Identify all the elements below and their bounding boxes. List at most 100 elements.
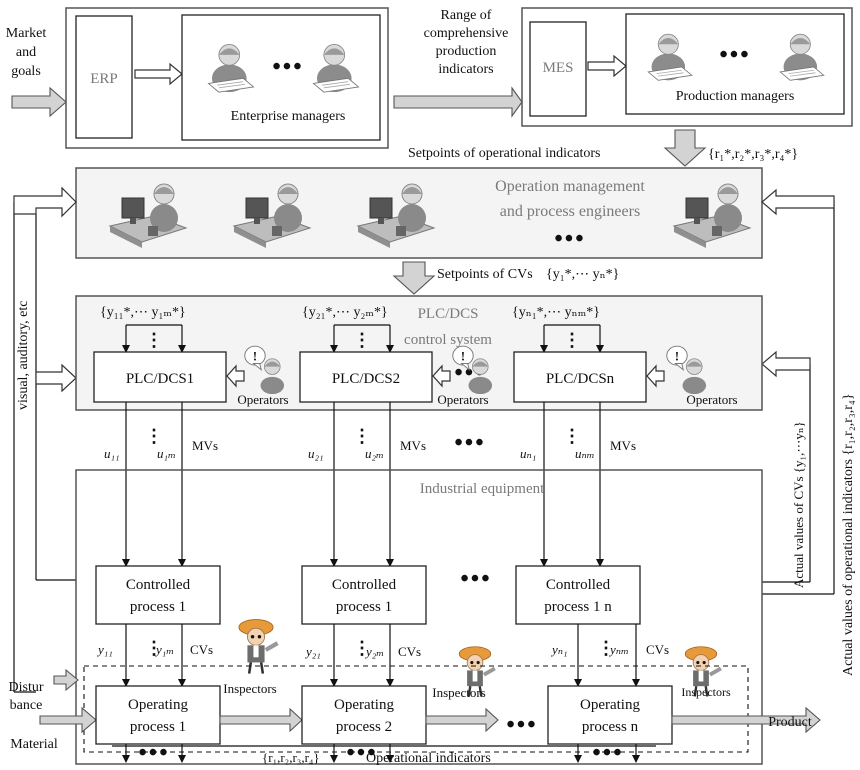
operating-n-line1: Operating: [580, 697, 640, 713]
r-star-set: {r₁*,r₂*,r₃*,r₄*}: [708, 147, 798, 162]
op1-to-op2-arrow: [220, 709, 302, 731]
y2-star-set: {y₂₁*,⋯ y₂ₘ*}: [302, 305, 388, 320]
svg-text:⋮: ⋮: [145, 330, 163, 350]
plc-dcs-n-label: PLC/DCSn: [546, 371, 615, 387]
cvs-1-label: CVs: [190, 642, 213, 657]
ynm-label: yₙₘ: [608, 642, 629, 657]
inspectors-1-label: Inspectors: [223, 681, 276, 696]
erp-to-mes-arrow: [394, 88, 522, 116]
svg-text:production: production: [436, 44, 497, 59]
y2m-label: y₂ₘ: [364, 644, 384, 659]
feedback-to-operation-arrow: [762, 190, 834, 214]
mv-lines-n: ⋮: [544, 402, 600, 566]
indicator-ellipsis-n: •••: [592, 740, 623, 766]
mv-ellipsis: •••: [454, 430, 485, 456]
svg-text:⋮: ⋮: [353, 330, 371, 350]
operators-2-label: Operators: [437, 392, 488, 407]
disturbance-line2: bance: [10, 698, 43, 713]
svg-text:⋮: ⋮: [563, 330, 581, 350]
indicator-ellipsis-1: •••: [138, 740, 169, 766]
un1-label: uₙ₁: [520, 446, 536, 461]
cvs-n-label: CVs: [646, 642, 669, 657]
operation-down-arrow: [394, 262, 434, 294]
range-indicators-label: Range of comprehensive production indica…: [424, 8, 509, 77]
svg-text:indicators: indicators: [438, 62, 493, 77]
u1m-label: u₁ₘ: [157, 446, 176, 461]
controlled-process-1-box: [96, 566, 220, 624]
mvs-1-label: MVs: [192, 438, 218, 453]
controlled-2-line2: process 1: [336, 599, 392, 615]
production-ellipsis: •••: [719, 42, 750, 68]
operators-1-label: Operators: [237, 392, 288, 407]
u21-label: u₂₁: [308, 446, 324, 461]
controlled-process-n-box: [516, 566, 640, 624]
y21-label: y₂₁: [304, 644, 321, 659]
operating-n-line2: process n: [582, 719, 639, 735]
setpoints-operational-label: Setpoints of operational indicators: [408, 146, 600, 161]
operating-1-line1: Operating: [128, 697, 188, 713]
y1-star-set: {y₁₁*,⋯ y₁ₘ*}: [100, 305, 186, 320]
svg-text:⋮: ⋮: [353, 426, 371, 446]
svg-text:Range of: Range of: [441, 8, 492, 23]
operating-ellipsis: •••: [506, 712, 537, 738]
control-system-label: control system: [404, 332, 492, 348]
operation-mgmt-subtitle: and process engineers: [500, 203, 640, 220]
controlled-n-line2: process 1 n: [544, 599, 612, 615]
u2m-label: u₂ₘ: [365, 446, 384, 461]
svg-text:Market: Market: [6, 26, 47, 41]
mes-down-arrow: [665, 130, 705, 166]
op2-to-next-arrow: [426, 709, 498, 731]
operating-1-line2: process 1: [130, 719, 186, 735]
plc-dcs-1-label: PLC/DCS1: [126, 371, 194, 387]
controlled-2-line1: Controlled: [332, 577, 397, 593]
setpoints-cvs-label: Setpoints of CVs: [437, 267, 533, 282]
yn1-label: yₙ₁: [550, 642, 568, 657]
feedback-to-plc-arrow: [762, 352, 810, 376]
material-label: Material: [10, 737, 58, 752]
svg-text:⋮: ⋮: [145, 426, 163, 446]
yn-star-set: {yₙ₁*,⋯ yₙₘ*}: [512, 305, 600, 320]
disturbance-arrow: [54, 670, 78, 690]
svg-text:goals: goals: [11, 64, 41, 79]
operators-n-label: Operators: [686, 392, 737, 407]
operating-2-line1: Operating: [334, 697, 394, 713]
enterprise-managers-label: Enterprise managers: [231, 109, 346, 124]
visual-auditory-label: visual, auditory, etc: [16, 300, 31, 410]
operating-process-n-box: [548, 686, 672, 744]
inspectors-n-label: Inspectors: [681, 685, 731, 699]
product-label: Product: [768, 715, 812, 730]
mv-lines-2: ⋮: [334, 402, 390, 566]
disturbance-line1: Distur: [9, 680, 44, 695]
actual-cvs-label: Actual values of CVs {y₁,⋯yₙ}: [791, 421, 806, 588]
industrial-equipment-label: Industrial equipment: [420, 481, 545, 497]
managers-ellipsis: •••: [272, 54, 303, 80]
svg-text:⋮: ⋮: [563, 426, 581, 446]
production-managers-label: Production managers: [676, 89, 795, 104]
y11-label: y₁₁: [96, 642, 113, 657]
mes-label: MES: [543, 60, 574, 76]
y-star-set: {y₁*,⋯ yₙ*}: [546, 267, 619, 282]
inspectors-2-label: Inspectors: [432, 685, 485, 700]
mvs-2-label: MVs: [400, 438, 426, 453]
operation-mgmt-title: Operation management: [495, 178, 645, 195]
visual-to-operation-arrow: [14, 188, 76, 216]
controlled-ellipsis: •••: [460, 566, 491, 592]
controlled-n-line1: Controlled: [546, 577, 611, 593]
operating-process-2-box: [302, 686, 426, 744]
mv-lines-1: ⋮: [126, 402, 182, 566]
operating-process-1-box: [96, 686, 220, 744]
visual-to-plc-arrow: [36, 365, 76, 391]
market-goals-label: Market and goals: [6, 26, 47, 79]
controlled-1-line1: Controlled: [126, 577, 191, 593]
erp-label: ERP: [90, 71, 118, 87]
material-arrow: [40, 708, 96, 732]
cvs-2-label: CVs: [398, 644, 421, 659]
engineers-ellipsis: •••: [554, 226, 585, 252]
u11-label: u₁₁: [104, 446, 120, 461]
svg-text:and: and: [16, 45, 36, 60]
controlled-1-line2: process 1: [130, 599, 186, 615]
plc-dcs-2-label: PLC/DCS2: [332, 371, 400, 387]
operating-2-line2: process 2: [336, 719, 392, 735]
controlled-process-2-box: [302, 566, 426, 624]
